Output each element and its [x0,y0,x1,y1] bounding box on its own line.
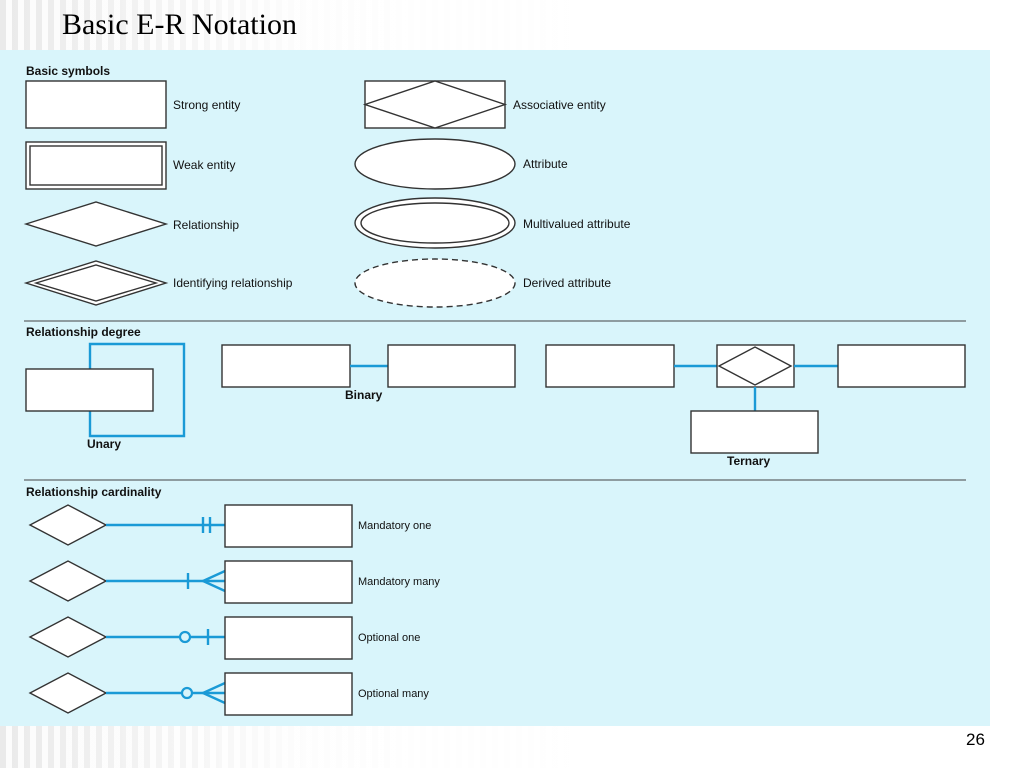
relationship-degree-heading: Relationship degree [26,325,141,339]
er-notation-figure: Basic symbols Strong entity Weak entity … [0,50,990,726]
optional-one-circle [178,630,192,644]
binary-entity-box-right [387,344,516,388]
unary-label: Unary [87,437,121,451]
attribute-symbol [354,138,516,190]
mandatory-one-diamond [28,504,108,546]
associative-entity-label: Associative entity [513,98,606,112]
mandatory-many-entity-box [224,560,353,604]
weak-entity-label: Weak entity [173,158,235,172]
unary-entity-box [25,368,154,412]
page-number: 26 [966,730,985,749]
relationship-cardinality-heading: Relationship cardinality [26,485,162,499]
identifying-relationship-symbol-inner [33,264,159,302]
ternary-entity-box-bottom [690,410,819,454]
mandatory-many-crowfoot [200,569,226,593]
derived-attribute-label: Derived attribute [523,276,611,290]
strong-entity-symbol [25,80,167,129]
binary-label: Binary [345,388,383,402]
optional-many-diamond [28,672,108,714]
ternary-entity-box-right [837,344,966,388]
slide-title: Basic E-R Notation [62,8,297,41]
associative-entity-diamond [362,80,508,129]
optional-one-diamond [28,616,108,658]
er-notation-svg: Basic symbols Strong entity Weak entity … [23,64,966,716]
derived-attribute-symbol [354,258,516,308]
mandatory-many-label: Mandatory many [358,576,440,588]
weak-entity-symbol-inner [29,145,163,186]
optional-many-circle [180,686,194,700]
ternary-entity-box-left [545,344,675,388]
mandatory-many-diamond [28,560,108,602]
mandatory-one-label: Mandatory one [358,520,431,532]
identifying-relationship-label: Identifying relationship [173,276,293,290]
multivalued-attribute-label: Multivalued attribute [523,217,631,231]
ternary-relationship-diamond [717,346,793,386]
binary-entity-box-left [221,344,351,388]
optional-many-label: Optional many [358,688,429,700]
optional-many-crowfoot [200,681,226,705]
unary-loop-line [88,342,186,438]
relationship-symbol [23,201,169,247]
optional-one-label: Optional one [358,632,420,644]
optional-one-entity-box [224,616,353,660]
basic-symbols-heading: Basic symbols [26,64,110,78]
relationship-label: Relationship [173,218,239,232]
strong-entity-label: Strong entity [173,98,240,112]
mandatory-one-entity-box [224,504,353,548]
attribute-label: Attribute [523,157,568,171]
multivalued-attribute-inner [360,202,510,244]
ternary-label: Ternary [727,454,770,468]
optional-many-entity-box [224,672,353,716]
